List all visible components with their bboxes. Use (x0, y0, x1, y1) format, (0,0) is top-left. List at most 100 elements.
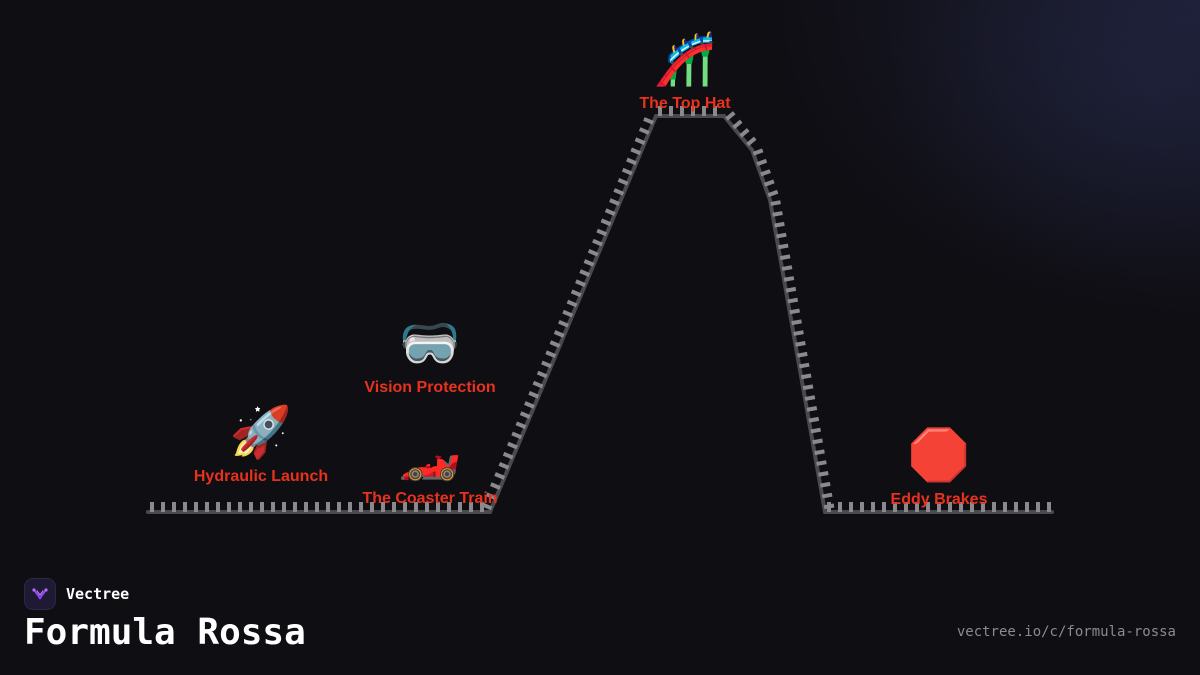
track-tie (536, 370, 548, 379)
node-label-coaster-train: The Coaster Train (362, 490, 498, 507)
track-tie (787, 297, 799, 304)
track-tie (532, 380, 544, 389)
track-tie (490, 482, 501, 490)
track-tie (819, 481, 831, 488)
track-tie (609, 198, 620, 206)
track-tie (566, 299, 578, 308)
track-tie (732, 119, 743, 130)
track-tie (808, 416, 820, 423)
track-tie (562, 309, 574, 318)
track-tie (756, 158, 768, 166)
track-tie (553, 330, 565, 338)
node-label-eddy-brakes: Eddy Brakes (890, 491, 988, 508)
track-tie (798, 362, 810, 369)
brand-name: Vectree (66, 585, 130, 603)
track-tie (515, 421, 527, 429)
track-tie (806, 406, 818, 412)
track-tie (783, 276, 795, 282)
track-tie (519, 411, 531, 419)
goggles-icon: 🥽 (398, 314, 462, 372)
roller-coaster-icon: 🎢 (653, 30, 717, 88)
track-tie (795, 341, 806, 347)
track-tie (634, 137, 646, 145)
track-tie (791, 319, 802, 326)
track-tie (511, 431, 523, 440)
track-tie (549, 340, 561, 348)
track-tie (600, 218, 612, 227)
track-rail (722, 114, 754, 152)
track-tie (587, 248, 599, 257)
track-tie (528, 391, 540, 399)
track-tie (583, 259, 595, 267)
track-tie (770, 200, 781, 206)
track-tie (621, 167, 633, 176)
track-tie (810, 427, 821, 434)
track-tie (821, 492, 833, 499)
track-tie (793, 330, 804, 336)
track-tie (481, 502, 493, 511)
track-tie (545, 350, 557, 358)
track-tie (767, 189, 779, 198)
track-tie (575, 279, 586, 287)
track-tie (777, 243, 789, 250)
rocket-icon: 🚀 (229, 403, 293, 461)
track-tie (498, 462, 510, 470)
track-tie (816, 460, 827, 466)
track-tie (592, 238, 603, 247)
node-label-top-hat: The Top Hat (639, 95, 731, 112)
track-tie (776, 232, 787, 239)
track-tie (630, 147, 642, 156)
track-tie (804, 395, 816, 401)
node-hydraulic-launch[interactable]: 🚀 Hydraulic Launch (161, 402, 361, 486)
track-tie (596, 228, 608, 237)
track-tie (774, 221, 785, 228)
source-url[interactable]: vectree.io/c/formula-rossa (956, 624, 1176, 640)
track-rails (146, 106, 1054, 514)
track-tie (781, 265, 793, 271)
node-eddy-brakes[interactable]: 🛑 Eddy Brakes (839, 425, 1039, 509)
track-tie (802, 384, 814, 391)
track-tie (613, 188, 625, 196)
track-tie (818, 471, 829, 477)
node-top-hat[interactable]: 🎢 The Top Hat (585, 29, 785, 113)
track-tie (739, 128, 750, 138)
track-tie (772, 211, 783, 217)
track-tie (800, 373, 812, 380)
track-tie (779, 254, 791, 261)
race-car-icon: 🏎️ (398, 425, 462, 483)
track-tie (617, 177, 629, 186)
track-tie (763, 179, 775, 187)
track-tie (558, 319, 569, 328)
node-vision-protection[interactable]: 🥽 Vision Protection (330, 313, 530, 397)
page-title: Formula Rossa (24, 612, 306, 653)
track-tie (789, 308, 800, 315)
track-tie (541, 360, 552, 369)
track-tie (626, 157, 637, 166)
track-tie (746, 136, 757, 147)
track-tie (579, 269, 591, 277)
stop-sign-icon: 🛑 (907, 426, 971, 484)
track-tie (638, 127, 650, 135)
node-label-vision-protection: Vision Protection (364, 379, 496, 396)
track-tie (812, 438, 823, 445)
track-tie (570, 289, 582, 298)
track-tie (604, 208, 616, 216)
track-tie (814, 449, 825, 456)
track-tie (725, 111, 736, 121)
brand[interactable]: Vectree (24, 577, 129, 611)
track-tie (485, 492, 497, 501)
track-tie (524, 401, 535, 409)
track-tie (507, 441, 518, 450)
track-tie (760, 169, 771, 177)
track-tie (785, 286, 797, 293)
track-tie (797, 351, 808, 358)
track-tie (643, 117, 654, 125)
track-tie (752, 148, 764, 156)
track-tie (502, 451, 514, 460)
track-tie (494, 472, 506, 480)
node-coaster-train[interactable]: 🏎️ The Coaster Train (330, 424, 530, 508)
node-label-hydraulic-launch: Hydraulic Launch (193, 468, 329, 485)
vectree-logo-icon (24, 578, 56, 610)
